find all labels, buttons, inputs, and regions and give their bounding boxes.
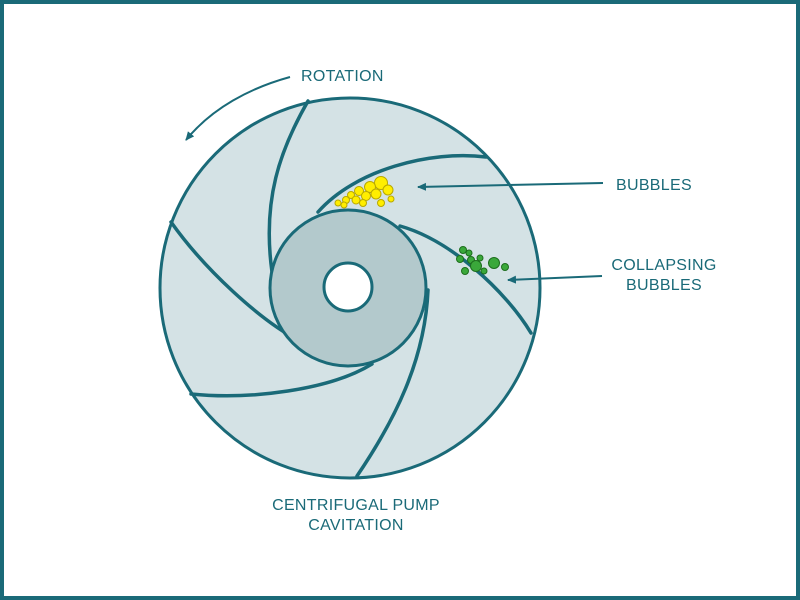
rotation-label: ROTATION [301,68,384,85]
vane-5 [355,288,430,478]
bubble [370,188,382,200]
bubble [456,255,464,263]
bubbles-cluster [334,176,395,209]
bubble [354,186,364,196]
bubble [351,195,361,205]
bubble [359,199,367,207]
bubble [461,267,469,275]
vane-1 [316,153,488,214]
bubble [334,199,342,207]
bubble [488,257,500,269]
diagram-title-line2: CAVITATION [308,517,404,534]
bubble [340,201,348,209]
diagram-title-line1: CENTRIFUGAL PUMP [272,497,440,514]
vane-2 [267,99,310,274]
collapsing-bubbles-pointer-arrow [507,275,603,284]
bubble [387,195,395,203]
bubble [480,267,488,275]
bubble [501,263,509,271]
shaft-hole [322,261,374,313]
bubble [470,260,482,272]
bubbles-pointer-arrow [417,182,604,191]
rotation-arrow [185,76,291,141]
vane-4 [189,362,374,398]
bubble [382,184,394,196]
bubble [465,249,473,257]
collapsing-bubbles-cluster [456,246,509,275]
bubbles-label: BUBBLES [616,177,692,194]
collapsing-bubbles-label-line1: COLLAPSING [611,257,717,274]
bubble [377,199,385,207]
bubble [459,246,467,254]
bubble [476,254,484,262]
collapsing-bubbles-label-line2: BUBBLES [626,277,702,294]
bubble [347,191,355,199]
